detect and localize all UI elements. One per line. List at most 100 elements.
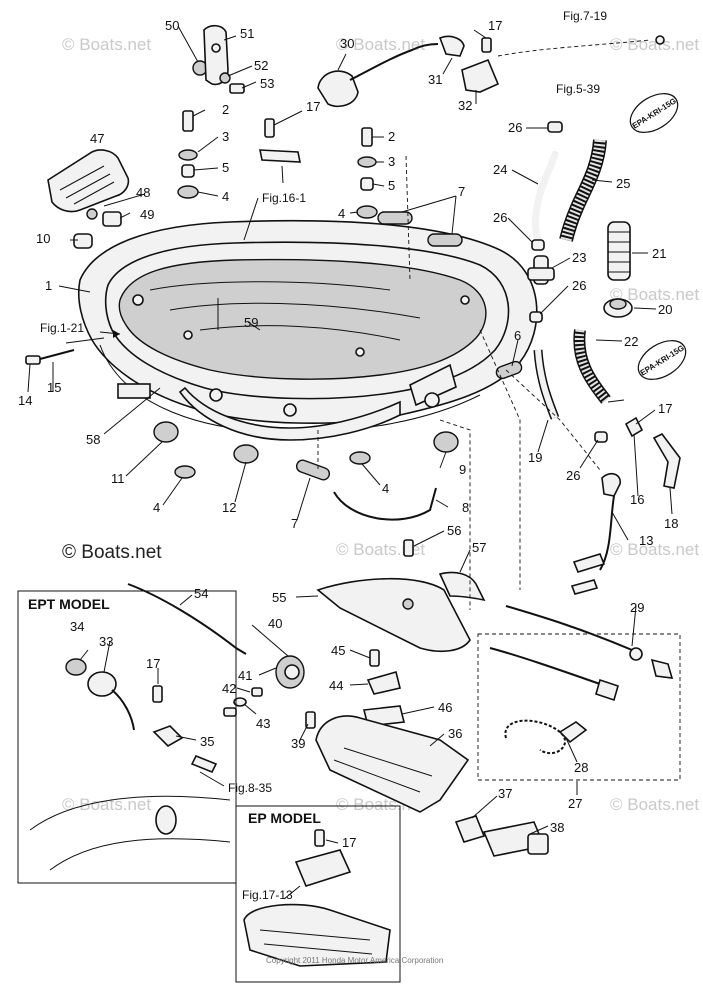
callout: 48 bbox=[136, 185, 150, 200]
callout: 24 bbox=[493, 162, 507, 177]
figure-reference: Fig.16-1 bbox=[262, 191, 306, 205]
callout: 21 bbox=[652, 246, 666, 261]
callout: 6 bbox=[514, 328, 521, 343]
watermark: © Boats.net bbox=[610, 540, 699, 559]
callout: 55 bbox=[272, 590, 286, 605]
callout: 26 bbox=[493, 210, 507, 225]
callout: 36 bbox=[448, 726, 462, 741]
ept-model-title: EPT MODEL bbox=[28, 596, 110, 612]
callout: 44 bbox=[329, 678, 343, 693]
callout: 2 bbox=[388, 129, 395, 144]
watermark: © Boats.net bbox=[610, 35, 699, 54]
callout: 54 bbox=[194, 586, 208, 601]
callout: 4 bbox=[382, 481, 389, 496]
callout: 37 bbox=[498, 786, 512, 801]
figure-reference: Fig.5-39 bbox=[556, 82, 600, 96]
callout: 33 bbox=[99, 634, 113, 649]
callout: 26 bbox=[508, 120, 522, 135]
callout: 28 bbox=[574, 760, 588, 775]
callout: 17 bbox=[658, 401, 672, 416]
dashed-leaders bbox=[317, 155, 601, 610]
watermark: © Boats.net bbox=[336, 540, 425, 559]
callout: 11 bbox=[111, 471, 125, 486]
callout: 10 bbox=[36, 231, 50, 246]
callout: 12 bbox=[222, 500, 236, 515]
watermark: © Boats.net bbox=[62, 35, 151, 54]
callout: 3 bbox=[388, 154, 395, 169]
callout: 58 bbox=[86, 432, 100, 447]
figure-reference: Fig.1-21 bbox=[40, 321, 84, 335]
callout: 59 bbox=[244, 315, 258, 330]
callout: 23 bbox=[572, 250, 586, 265]
kill-switch-parts bbox=[477, 605, 681, 781]
callout: 9 bbox=[459, 462, 466, 477]
watermark: © Boats.net bbox=[610, 285, 699, 304]
watermark: © Boats.net bbox=[610, 795, 699, 814]
epa-tag: EPA-KRI-15G bbox=[637, 340, 687, 380]
ept-model-box: EPT MODEL bbox=[17, 590, 237, 884]
callout: 40 bbox=[268, 616, 282, 631]
callout: 16 bbox=[630, 492, 644, 507]
callout: 17 bbox=[342, 835, 356, 850]
watermark: © Boats.net bbox=[336, 35, 425, 54]
callout: 7 bbox=[291, 516, 298, 531]
callout: 29 bbox=[630, 600, 644, 615]
callout: 1 bbox=[45, 278, 52, 293]
callout: 4 bbox=[153, 500, 160, 515]
epa-tag: EPA-KRI-15G bbox=[629, 93, 679, 133]
ep-model-box: EP MODEL bbox=[235, 805, 401, 983]
callout: 51 bbox=[240, 26, 254, 41]
bottom-cowl bbox=[77, 219, 538, 441]
callout: 32 bbox=[458, 98, 472, 113]
leader-lines bbox=[27, 25, 673, 835]
callout: 47 bbox=[90, 131, 104, 146]
upper-left-parts bbox=[47, 24, 463, 249]
callout: 56 bbox=[447, 523, 461, 538]
callout: 7 bbox=[458, 184, 465, 199]
figure-references: Fig.7-19 Fig.5-39 Fig.16-1 Fig.1-21 Fig.… bbox=[40, 9, 607, 902]
switch-parts bbox=[570, 416, 681, 595]
figure-reference: Fig.8-35 bbox=[228, 781, 272, 795]
callout: 27 bbox=[568, 796, 582, 811]
callout: 17 bbox=[488, 18, 502, 33]
callout: 5 bbox=[388, 178, 395, 193]
watermark: © Boats.net bbox=[62, 795, 151, 814]
callout: 38 bbox=[550, 820, 564, 835]
callout: 31 bbox=[428, 72, 442, 87]
bottom-bracket-parts bbox=[223, 649, 549, 857]
callout: 15 bbox=[47, 380, 61, 395]
callout: 25 bbox=[616, 176, 630, 191]
callout: 26 bbox=[572, 278, 586, 293]
callout: 19 bbox=[528, 450, 542, 465]
callout: 30 bbox=[340, 36, 354, 51]
fuel-system-parts: EPA-KRI-15G EPA-KRI-15G bbox=[527, 93, 687, 443]
callout: 35 bbox=[200, 734, 214, 749]
ep-model-title: EP MODEL bbox=[248, 810, 321, 826]
callout: 49 bbox=[140, 207, 154, 222]
callout: 5 bbox=[222, 160, 229, 175]
callout: 3 bbox=[222, 129, 229, 144]
callout: 13 bbox=[639, 533, 653, 548]
callout: 8 bbox=[462, 500, 469, 515]
callout: 4 bbox=[338, 206, 345, 221]
watermark-dark: © Boats.net bbox=[62, 542, 162, 563]
callout: 4 bbox=[222, 189, 229, 204]
callout: 53 bbox=[260, 76, 274, 91]
callout: 39 bbox=[291, 736, 305, 751]
apron-parts bbox=[127, 539, 486, 655]
callout: 45 bbox=[331, 643, 345, 658]
callout: 41 bbox=[238, 668, 252, 683]
callout: 43 bbox=[256, 716, 270, 731]
callout: 52 bbox=[254, 58, 268, 73]
callout: 50 bbox=[165, 18, 179, 33]
callout: 17 bbox=[146, 656, 160, 671]
upper-center-parts bbox=[317, 35, 665, 108]
callout: 46 bbox=[438, 700, 452, 715]
callout: 22 bbox=[624, 334, 638, 349]
callout: 57 bbox=[472, 540, 486, 555]
lower-cowl-parts bbox=[25, 349, 523, 521]
callout: 14 bbox=[18, 393, 32, 408]
figure-reference: Fig.7-19 bbox=[563, 9, 607, 23]
callout: 17 bbox=[306, 99, 320, 114]
